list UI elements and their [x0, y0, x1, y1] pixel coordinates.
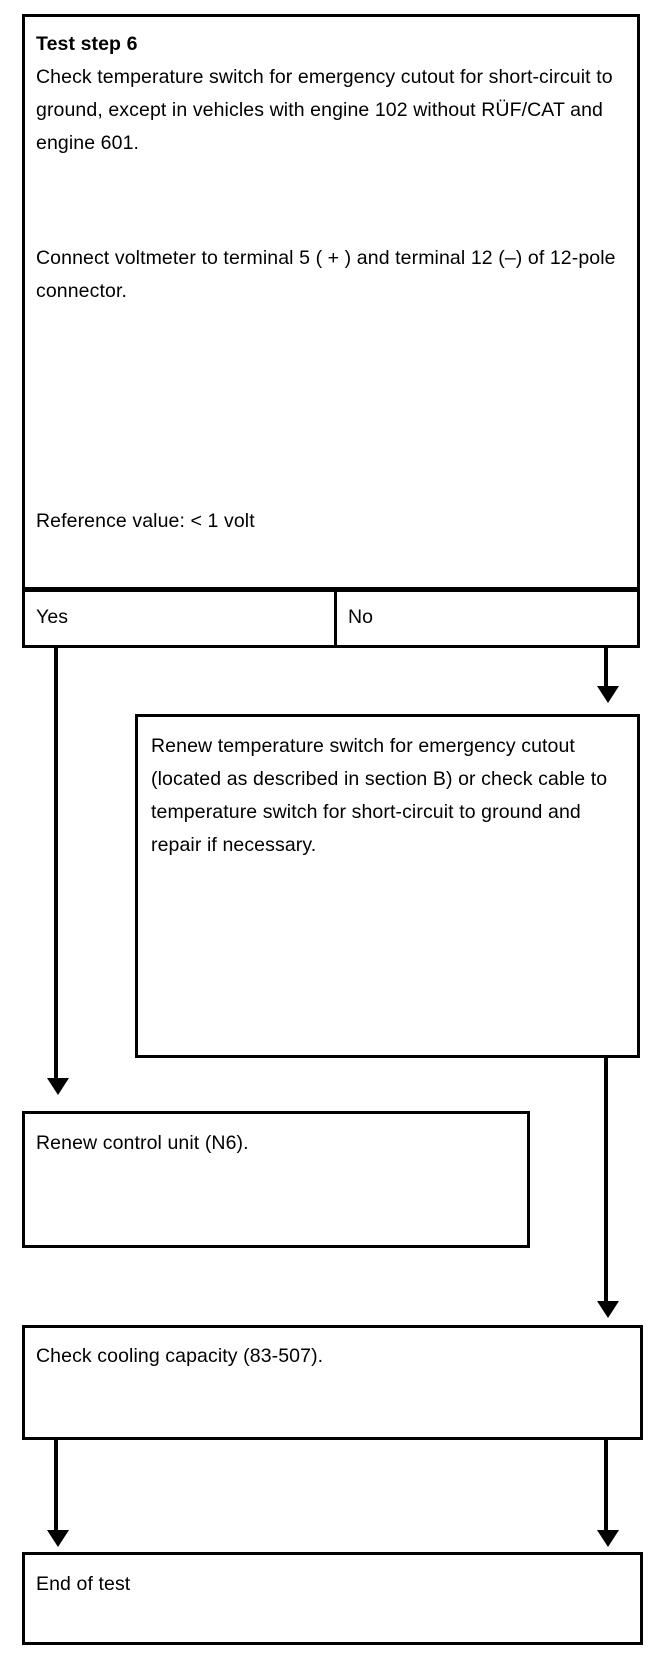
renew-temperature-switch-text: Renew temperature switch for emergency c… [151, 735, 613, 856]
answer-row [22, 590, 640, 648]
connector-cooling-to-end-right-line [604, 1440, 608, 1532]
arrow-down-icon-cooling-to-end-left [47, 1530, 69, 1547]
renew-control-unit-text: Renew control unit (N6). [36, 1132, 249, 1154]
end-of-test-text: End of test [36, 1573, 131, 1595]
arrow-down-icon-no [597, 686, 619, 703]
arrow-down-icon-switch-to-cooling [597, 1301, 619, 1318]
test-step-connection-instruction: Connect voltmeter to terminal 5 ( + ) an… [36, 247, 616, 302]
arrow-down-icon-cooling-to-end-right [597, 1530, 619, 1547]
check-cooling-capacity-box [22, 1325, 643, 1440]
answer-no-label[interactable]: No [348, 606, 374, 628]
renew-temperature-switch-box [135, 714, 640, 1058]
test-step-instruction: Check temperature switch for emergency c… [36, 66, 619, 154]
connector-no-line [604, 648, 608, 688]
answer-row-divider [334, 592, 337, 646]
test-step-title: Test step 6 [36, 33, 138, 55]
check-cooling-capacity-text: Check cooling capacity (83-507). [36, 1345, 324, 1367]
end-of-test-box [22, 1552, 643, 1645]
arrow-down-icon-yes [47, 1078, 69, 1095]
reference-value: Reference value: < 1 volt [36, 510, 255, 532]
renew-control-unit-box [22, 1111, 530, 1248]
test-step-box [22, 14, 640, 590]
connector-yes-line [54, 648, 58, 1080]
connector-switch-to-cooling-line [604, 1058, 608, 1303]
connector-cooling-to-end-left-line [54, 1440, 58, 1532]
answer-yes-label[interactable]: Yes [36, 606, 69, 628]
